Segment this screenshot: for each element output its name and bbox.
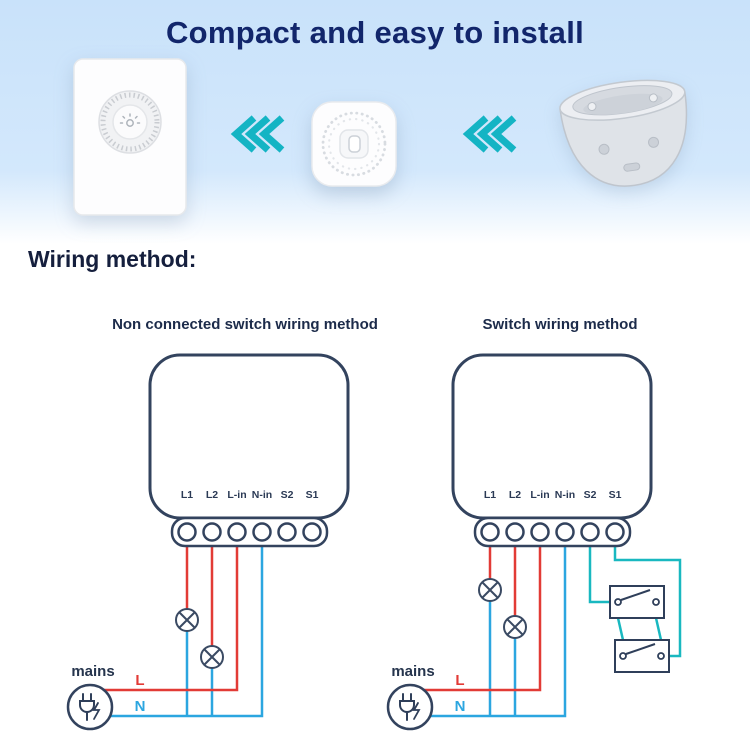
dimmer-knob-icon (73, 58, 187, 216)
terminal-label: L-in (530, 489, 549, 501)
diagram-switch-wiring: L1 L2 L-in N-in S2 S1 (386, 353, 682, 731)
terminal-label: L1 (181, 489, 193, 501)
junction-box-icon (559, 79, 688, 187)
light-bulb-icon (119, 113, 141, 127)
terminal-label: S2 (281, 489, 294, 501)
strapper-wire (616, 617, 625, 641)
wires (90, 532, 264, 718)
diagram-title-switch: Switch wiring method (482, 316, 638, 333)
live-label: L (455, 672, 464, 689)
terminal-label: L1 (484, 489, 496, 501)
terminal-label: N-in (555, 489, 575, 501)
neutral-label: N (135, 698, 146, 715)
smart-module-image (306, 96, 402, 197)
hero-section: Compact and easy to install (0, 0, 750, 244)
wires (410, 532, 682, 718)
live-in-wire (410, 532, 542, 692)
diagram-non-connected-switch: L1 L2 L-in N-in S2 S1 mains L (66, 353, 350, 731)
mains-plug-icon (66, 683, 114, 731)
live-in-wire (90, 532, 239, 692)
terminal-label: S1 (306, 489, 319, 501)
lamp-icon (175, 608, 199, 632)
lamp-icon (478, 578, 502, 602)
diagram-title-non-connected: Non connected switch wiring method (112, 316, 378, 333)
terminal-label: N-in (252, 489, 272, 501)
page-title: Compact and easy to install (165, 15, 585, 50)
mains-plug-icon (386, 683, 434, 731)
terminal-label: L2 (206, 489, 218, 501)
wall-dimmer-image (70, 56, 190, 225)
s2-switch-wire (588, 532, 610, 604)
wall-switch-icon (609, 585, 665, 619)
chevron-left-arrows-icon (462, 112, 522, 161)
smart-module-icon (311, 101, 397, 187)
lamp-icon (200, 645, 224, 669)
wall-switch-icon (614, 639, 670, 673)
live-label: L (135, 672, 144, 689)
mains-label: mains (391, 663, 434, 680)
chevron-left-arrows-icon (230, 112, 290, 161)
terminal-label: S2 (584, 489, 597, 501)
strapper-wire (654, 617, 663, 641)
s1-switch-wire (613, 532, 682, 658)
reset-clip-icon (348, 135, 361, 153)
mains-label: mains (71, 663, 114, 680)
junction-box-image (550, 64, 702, 201)
lamp-icon (503, 615, 527, 639)
terminal-label: L2 (509, 489, 521, 501)
terminal-label: L-in (227, 489, 246, 501)
terminal-screws (177, 522, 322, 542)
neutral-in-wire (410, 532, 567, 718)
terminal-screws (480, 522, 625, 542)
wiring-heading: Wiring method: (28, 246, 197, 272)
neutral-in-wire (90, 532, 264, 718)
terminal-label: S1 (609, 489, 622, 501)
neutral-label: N (455, 698, 466, 715)
